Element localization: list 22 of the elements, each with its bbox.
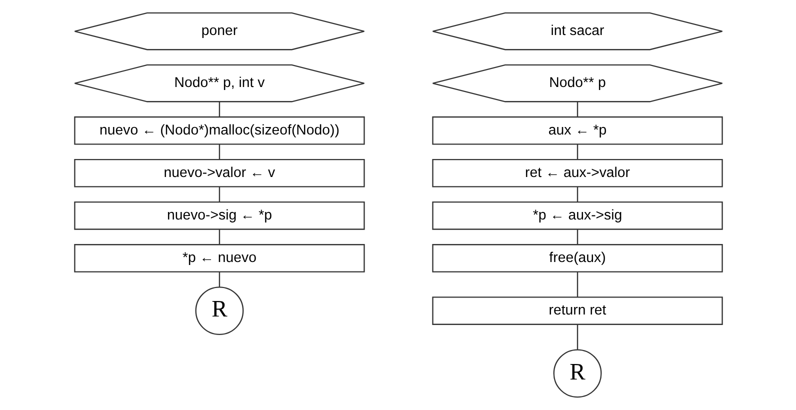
connector (218, 272, 220, 287)
connector (576, 187, 578, 202)
node-box: return ret (432, 296, 722, 325)
node-box: nuevo->valor ← v (74, 158, 364, 188)
node-box: *p ← aux->sig (432, 201, 722, 230)
node-box: nuevo->sig ← *p (74, 201, 364, 230)
node-circle: R (552, 349, 602, 398)
node-box: ret ← aux->valor (432, 158, 722, 188)
node-box: nuevo ← (Nodo*)malloc(sizeof(Nodo)) (74, 116, 364, 145)
connector (576, 272, 578, 298)
node-box: free(aux) (432, 244, 722, 272)
connector (576, 144, 578, 160)
connector (218, 187, 220, 202)
node-box: *p ← nuevo (74, 244, 364, 272)
connector (218, 144, 220, 160)
node-box: aux ← *p (432, 116, 722, 145)
connector (576, 324, 578, 350)
connector (218, 102, 220, 117)
connector (576, 230, 578, 245)
connector (576, 102, 578, 117)
connector (218, 230, 220, 245)
node-circle: R (194, 286, 244, 335)
